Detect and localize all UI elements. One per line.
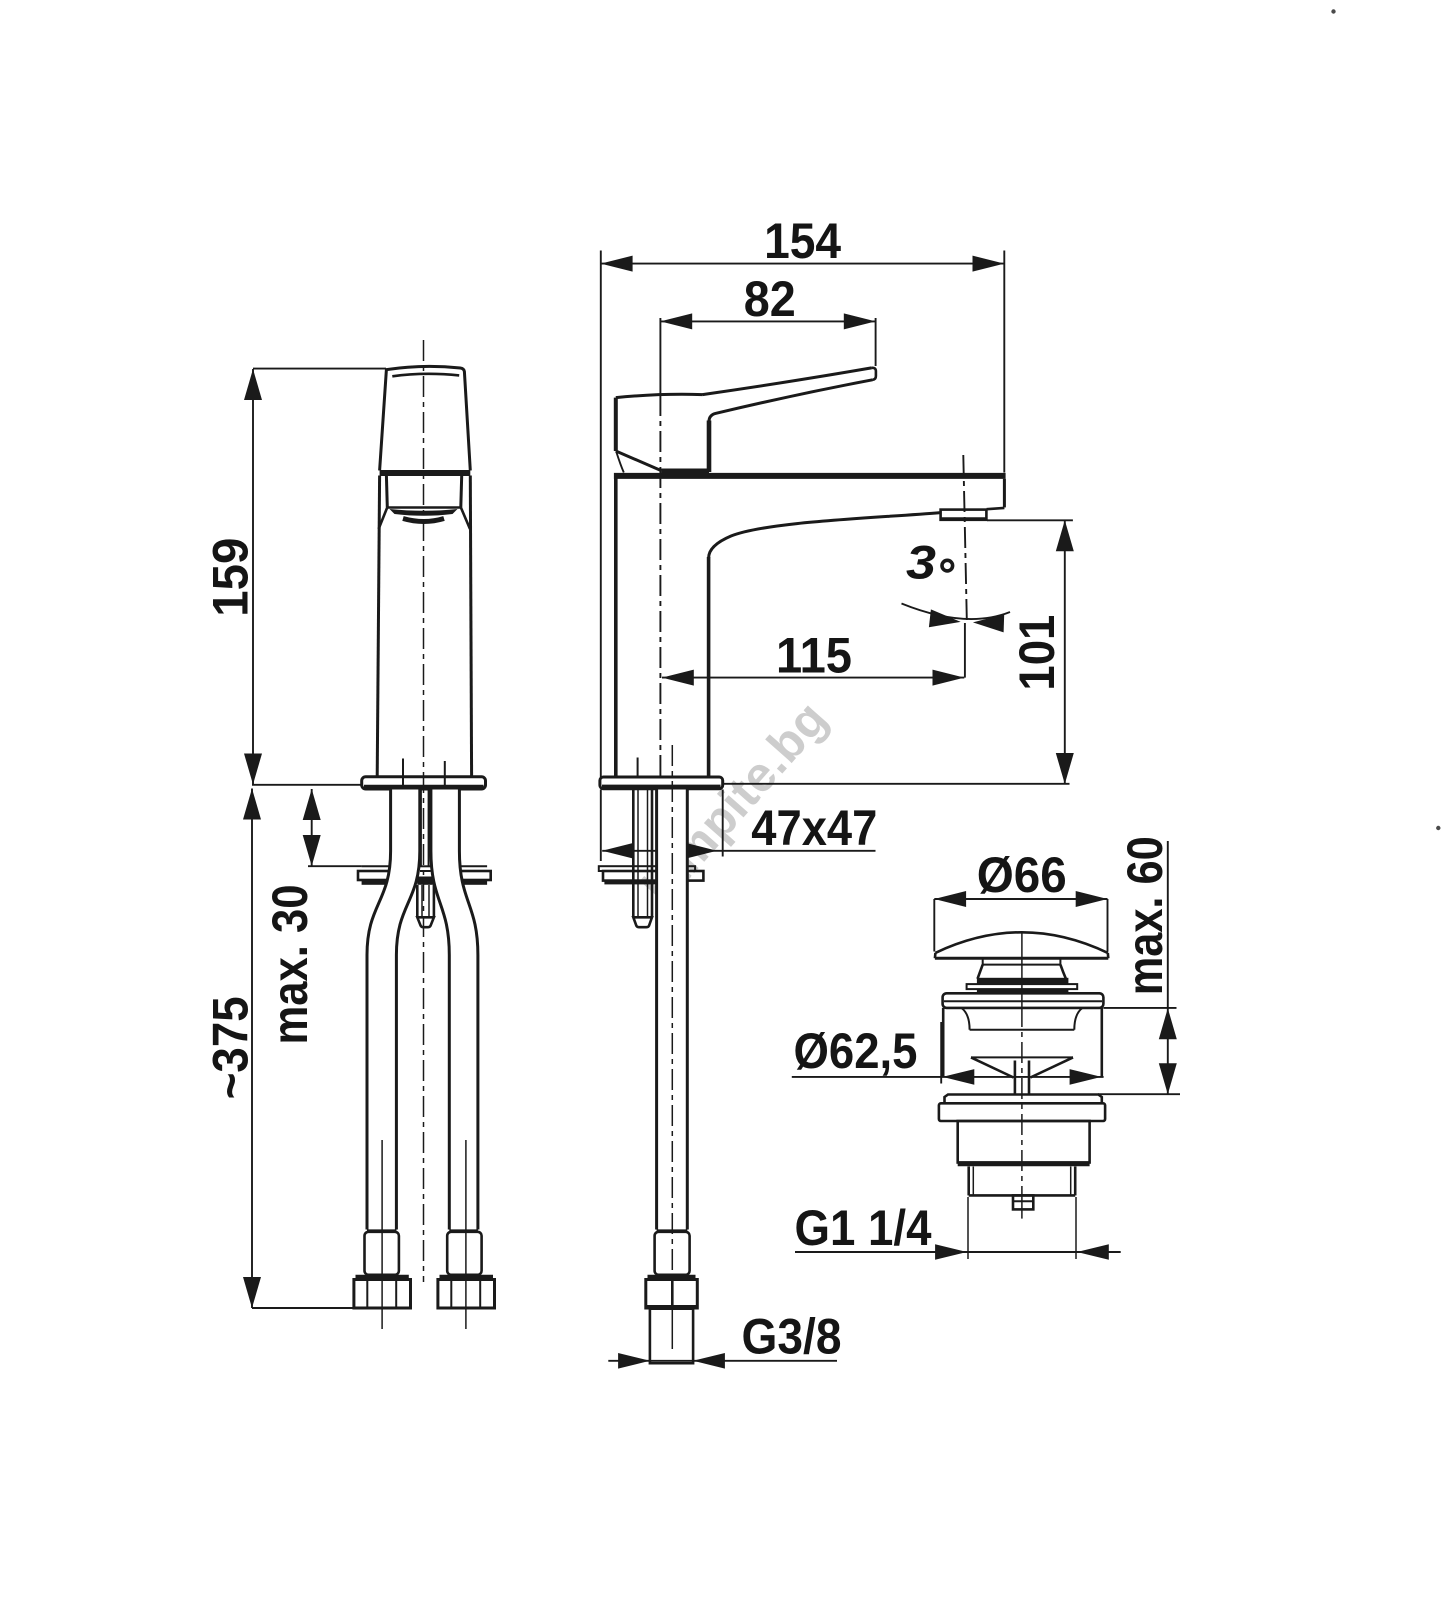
svg-text:Ø62,5: Ø62,5 [794, 1023, 918, 1079]
svg-text:3: 3 [906, 536, 936, 589]
svg-text:max. 30: max. 30 [262, 885, 318, 1045]
svg-text:82: 82 [744, 271, 796, 327]
svg-text:47x47: 47x47 [751, 800, 877, 856]
svg-text:101: 101 [1009, 615, 1065, 691]
svg-text:Ø66: Ø66 [977, 847, 1067, 903]
svg-text:154: 154 [764, 213, 841, 269]
svg-text:G3/8: G3/8 [742, 1309, 842, 1365]
svg-text:G1 1/4: G1 1/4 [795, 1200, 932, 1256]
svg-text:max. 60: max. 60 [1117, 836, 1173, 995]
svg-text:115: 115 [776, 628, 852, 684]
svg-text:159: 159 [203, 538, 259, 617]
svg-text:~375: ~375 [203, 996, 259, 1099]
